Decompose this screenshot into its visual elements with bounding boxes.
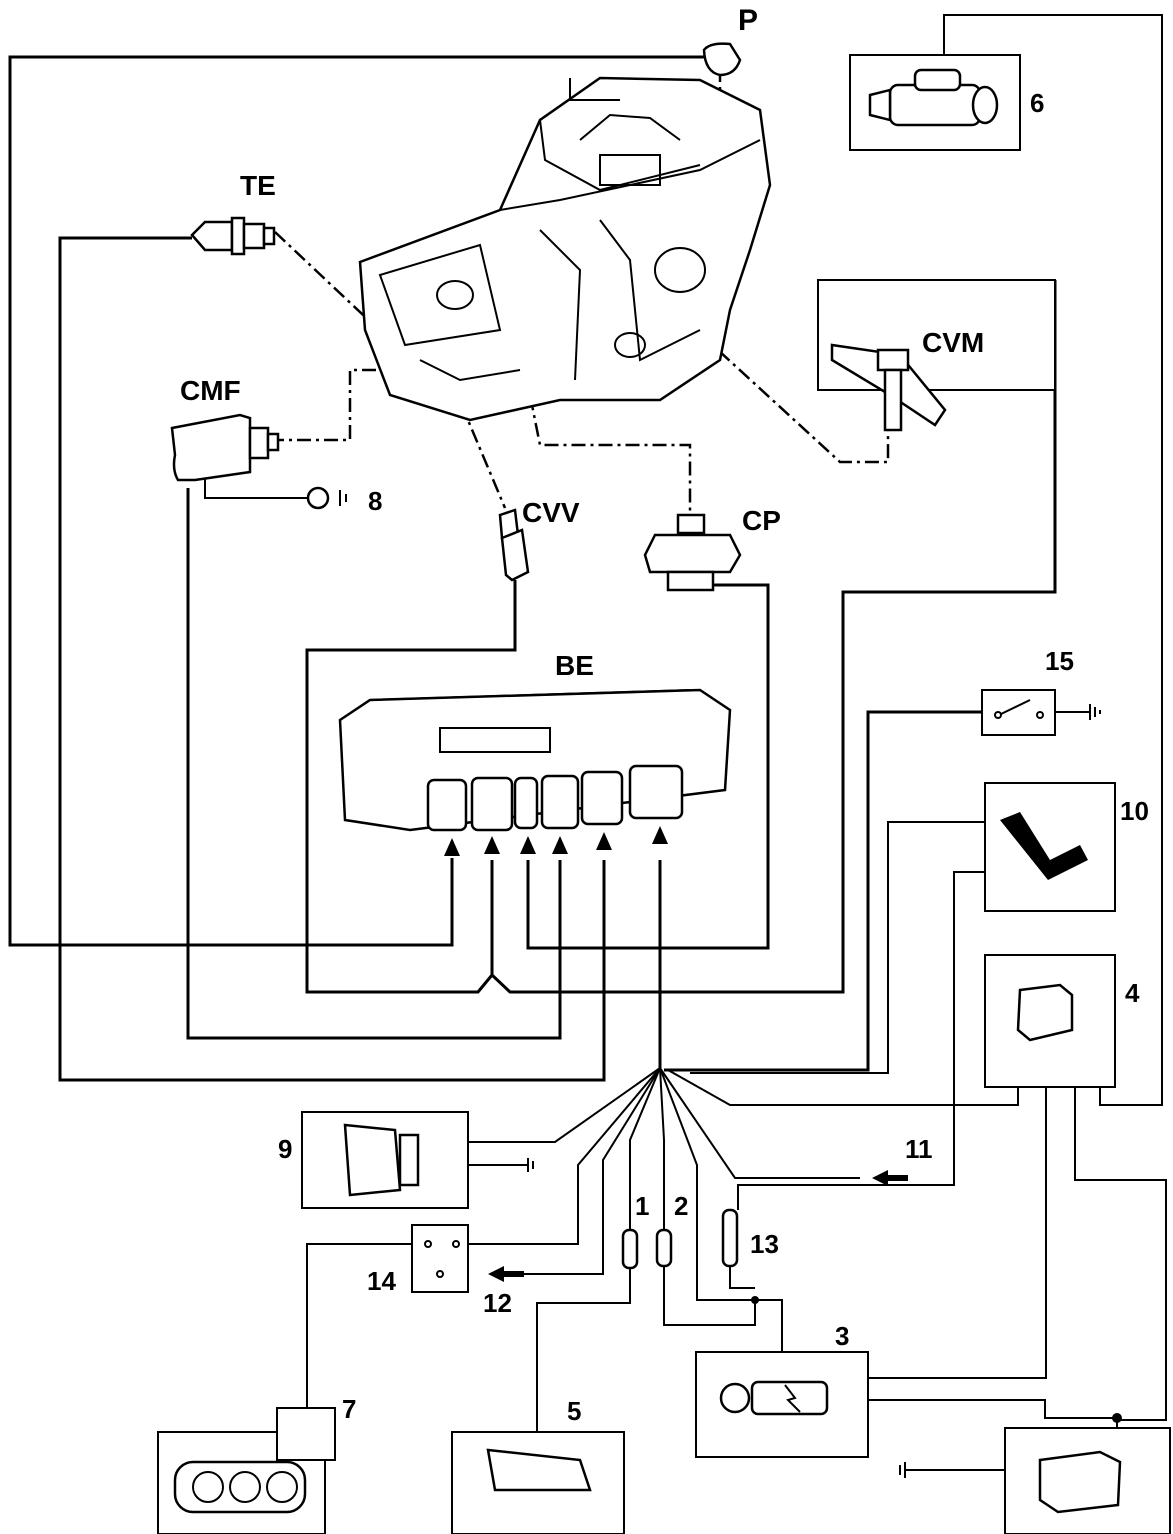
label-cp: CP (742, 505, 781, 536)
relay-4 (984, 954, 1116, 1088)
fan-14b (520, 1067, 661, 1275)
label-be: BE (555, 650, 594, 681)
label-te: TE (240, 170, 276, 201)
wire-4d (1074, 1088, 1167, 1421)
starter-motor-6 (849, 54, 1021, 151)
be-input-arrows (444, 826, 668, 856)
wire-1-5 (536, 1268, 631, 1432)
label-12: 12 (483, 1288, 512, 1318)
fuse-13 (721, 1208, 739, 1268)
label-15: 15 (1045, 646, 1074, 676)
sensor-cmf (170, 413, 330, 510)
label-p: P (738, 4, 758, 37)
label-8: 8 (368, 486, 382, 516)
fan-1 (629, 1067, 661, 1232)
wire-3-junction (755, 1299, 783, 1352)
label-3: 3 (835, 1321, 849, 1351)
wire-te (58, 236, 606, 1082)
wire-10b (737, 871, 985, 1210)
wire-14-7 (306, 1243, 412, 1410)
label-10: 10 (1120, 796, 1149, 826)
arrow-12 (488, 1266, 524, 1282)
label-cvv: CVV (522, 497, 580, 528)
label-13: 13 (750, 1229, 779, 1259)
ground-9 (527, 1158, 534, 1172)
junction-dot (751, 1296, 759, 1304)
wire-13 (729, 1265, 755, 1289)
switch-9 (301, 1111, 469, 1209)
fuse-2 (655, 1228, 673, 1268)
wire-10a (690, 821, 985, 1074)
wire-4b (943, 14, 1163, 1106)
ignition-3 (695, 1351, 869, 1458)
sensor-cp (643, 513, 742, 592)
label-14: 14 (367, 1266, 396, 1296)
link-cp (523, 369, 692, 515)
fan-2 (659, 1067, 665, 1230)
be-connectors (426, 764, 684, 832)
sensor-cvm (817, 279, 1056, 432)
fan-11 (659, 1067, 860, 1179)
engine-assembly (358, 76, 772, 422)
fuse-1 (621, 1228, 639, 1270)
wire-4a (667, 1069, 1019, 1106)
fan-14a (456, 1067, 661, 1245)
relay-14 (411, 1224, 469, 1293)
wire-2-3 (663, 1265, 756, 1326)
label-7: 7 (342, 1394, 356, 1424)
label-2: 2 (674, 1191, 688, 1221)
ecu-be (338, 688, 732, 856)
label-cmf: CMF (180, 375, 241, 406)
label-5: 5 (567, 1396, 581, 1426)
temp-sensor-te (190, 216, 276, 256)
ground-symbols (339, 490, 1101, 1478)
label-cvm: CVM (922, 327, 984, 358)
label-6: 6 (1030, 88, 1044, 118)
component-10 (984, 782, 1116, 912)
wire-8 (204, 478, 310, 499)
wire-cp (526, 583, 770, 950)
wire-4c (868, 1088, 1047, 1379)
wire-p (8, 55, 712, 947)
gauges-7 (157, 1407, 336, 1534)
label-11: 11 (905, 1134, 933, 1164)
ground-8 (339, 490, 347, 506)
pressure-sensor-p (702, 42, 742, 77)
battery (1004, 1413, 1171, 1534)
sensor-cvv (498, 508, 530, 582)
ground-15 (1089, 704, 1101, 720)
label-4: 4 (1125, 978, 1140, 1008)
labels: P TE CMF CVM CVV CP BE 6 8 15 10 4 9 11 … (180, 4, 1149, 1426)
arrow-11 (872, 1170, 908, 1186)
wire-15 (664, 710, 982, 1072)
fan-9 (468, 1067, 661, 1143)
label-1: 1 (635, 1191, 649, 1221)
lamp-5 (451, 1431, 625, 1534)
label-9: 9 (278, 1134, 292, 1164)
fan-13 (659, 1067, 755, 1301)
ground-battery (899, 1462, 906, 1478)
switch-15 (981, 689, 1056, 736)
link-cmf (270, 368, 400, 442)
wires (8, 14, 1167, 1471)
